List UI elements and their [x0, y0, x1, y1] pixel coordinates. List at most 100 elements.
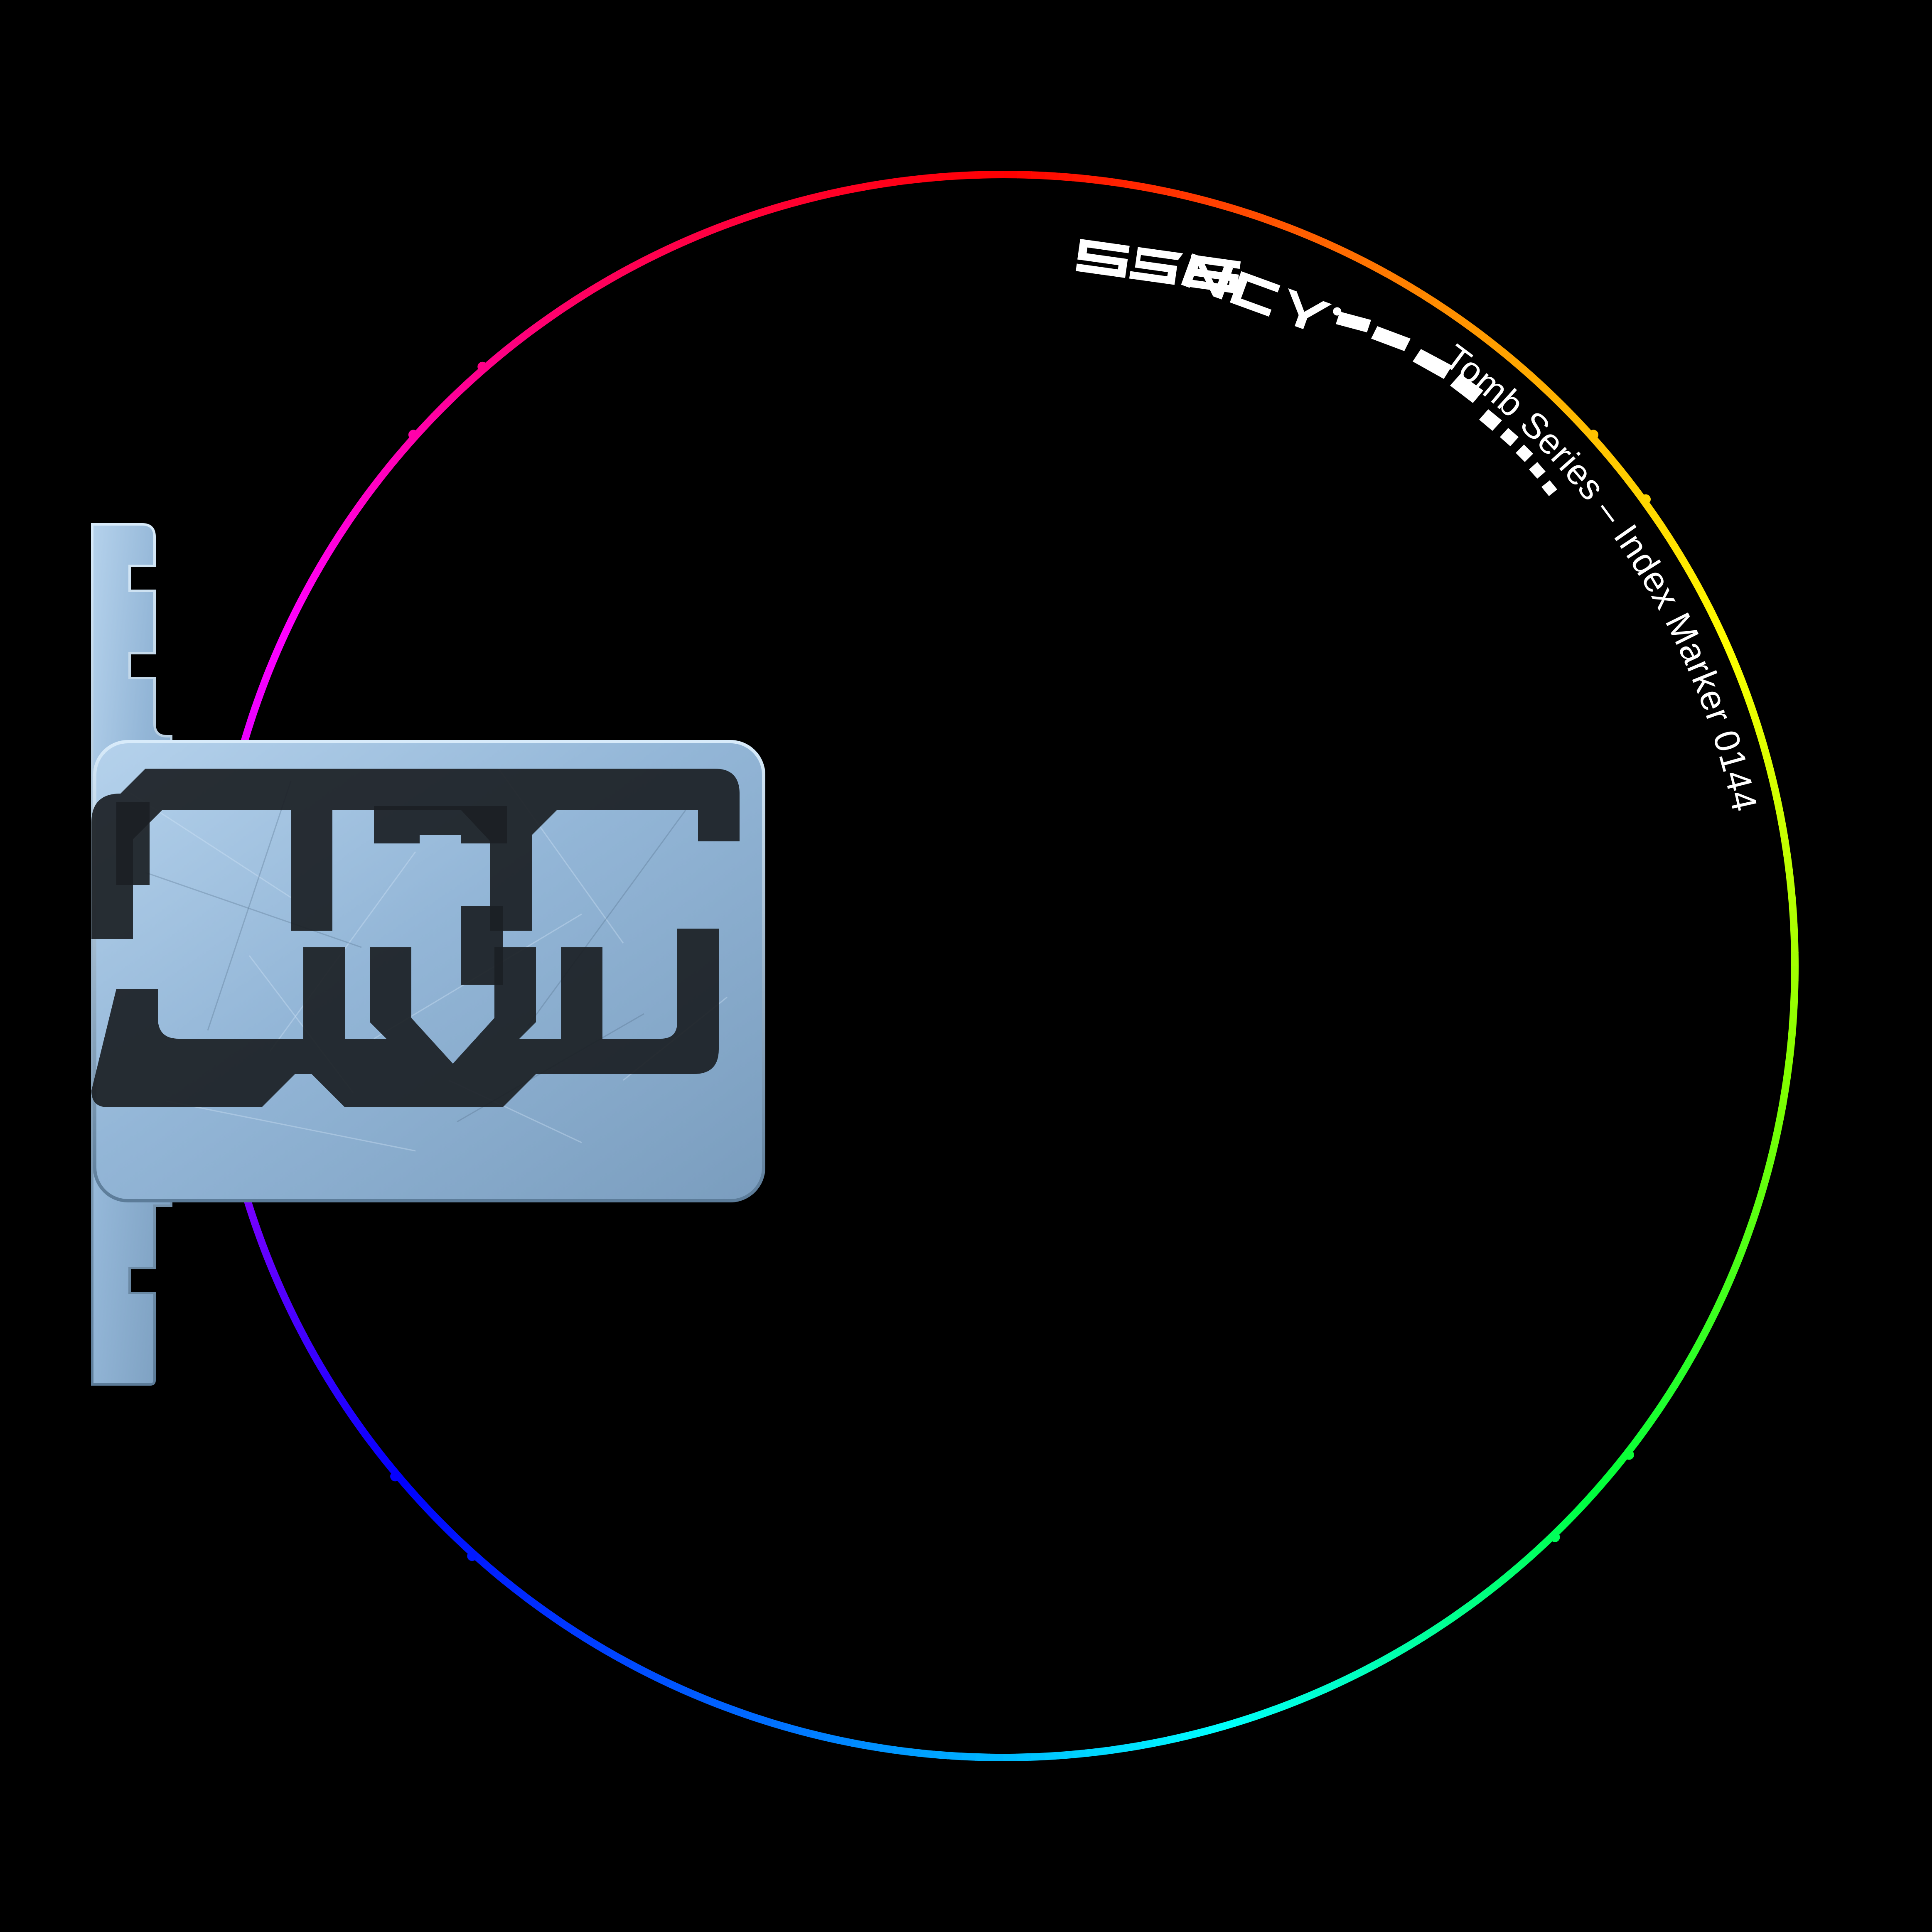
ring-segment [933, 1750, 949, 1760]
ring-notch [390, 1471, 401, 1482]
ring-notch [1550, 1532, 1560, 1542]
ring-segment [1771, 1130, 1782, 1146]
ring-segment [1738, 1235, 1751, 1252]
ring-segment [865, 180, 881, 190]
ring-segment [1790, 980, 1799, 995]
ring-segment [1180, 191, 1197, 202]
ring-segment [730, 1706, 747, 1718]
ring-segment [1099, 177, 1115, 186]
ring-segment [1180, 1730, 1196, 1741]
ring-segment [961, 1753, 976, 1761]
ring-segment [705, 223, 722, 236]
ring-segment [1193, 1727, 1209, 1738]
ring-segment [1286, 224, 1302, 236]
ring-segment [1298, 1691, 1314, 1704]
ring-segment [1781, 1075, 1791, 1091]
ring-segment [1085, 1748, 1101, 1757]
ring-segment [1789, 1007, 1798, 1023]
ring-segment [1071, 1749, 1087, 1758]
ring-segment [1771, 787, 1782, 803]
ring-segment [878, 1744, 894, 1754]
ring-segment [1779, 1089, 1789, 1105]
ring-segment [1790, 938, 1799, 953]
ring-segment [947, 1752, 962, 1760]
ring-segment [837, 1736, 853, 1747]
ring-segment [1723, 642, 1736, 659]
ring-segment [1072, 174, 1087, 183]
ring-segment [757, 1715, 773, 1727]
ring-segment [1246, 1711, 1263, 1723]
ring-segment [1126, 180, 1142, 191]
ring-segment [1207, 1723, 1223, 1735]
ring-segment [744, 1711, 760, 1723]
ring-segment [261, 667, 273, 684]
glyph-dashes [1336, 312, 1557, 496]
ring-segment [1767, 773, 1779, 790]
ring-segment [1233, 1715, 1249, 1727]
ring-segment [1757, 733, 1768, 750]
ring-segment [811, 191, 827, 202]
ring-segment [243, 719, 255, 736]
ring-segment [1220, 1719, 1236, 1731]
ring-segment [1273, 219, 1289, 231]
ring-segment [865, 1741, 880, 1752]
ring-segment [906, 1748, 921, 1757]
ring-segment [251, 693, 263, 710]
ring-segment [919, 1749, 935, 1758]
ring-segment [1785, 1048, 1794, 1064]
ring-segment [1086, 175, 1101, 184]
ring-segment [1166, 1733, 1182, 1744]
ring-segment [892, 1746, 907, 1755]
ring-segment [261, 1247, 273, 1264]
ring-segment [1783, 1062, 1793, 1078]
ring-segment [1058, 172, 1074, 182]
ring-segment [1272, 1701, 1288, 1714]
ring-segment [1153, 185, 1170, 196]
ring-segment [256, 1234, 268, 1251]
ring-segment [824, 188, 841, 199]
ring-notch [1624, 1450, 1634, 1460]
glyph-word-2-icon [1181, 253, 1342, 329]
ring-segment [1753, 720, 1764, 737]
ring-segment [1756, 1183, 1768, 1200]
interlocking-geometric-logo-icon [91, 769, 740, 1107]
ring-segment [705, 1696, 721, 1708]
ring-segment [1739, 681, 1751, 698]
ring-segment [1113, 178, 1129, 188]
ring-notch [408, 430, 418, 440]
ring-segment [1787, 1035, 1796, 1050]
ring-segment [247, 706, 259, 723]
ring-segment [1099, 1746, 1114, 1755]
ring-notch [477, 361, 488, 372]
ring-segment [1787, 882, 1796, 898]
ring-segment [1781, 841, 1791, 857]
ring-segment [1310, 1686, 1327, 1698]
ring-segment [1789, 910, 1798, 926]
ring-segment [906, 175, 922, 184]
ring-segment [1733, 668, 1746, 685]
ring-segment [1774, 801, 1785, 816]
ring-segment [680, 234, 696, 246]
ring-segment [770, 1719, 787, 1730]
ring-notch [467, 1551, 477, 1561]
ring-segment [1112, 1744, 1128, 1754]
glyph-marks [1076, 239, 1557, 496]
ring-segment [1207, 198, 1224, 209]
ring-segment [1044, 1752, 1059, 1760]
ring-segment [1752, 1196, 1764, 1213]
ring-notch [1641, 494, 1651, 504]
ring-segment [1260, 214, 1276, 226]
ring-segment [823, 1733, 840, 1744]
ring-segment [879, 178, 895, 188]
ring-segment [1783, 855, 1793, 871]
ring-segment [797, 194, 814, 205]
ring-segment [1764, 760, 1775, 776]
ring-notch [1588, 430, 1599, 440]
ring-segment [1764, 1156, 1775, 1173]
ring-segment [1777, 814, 1787, 830]
ring-segment [948, 172, 963, 180]
ring-segment [1776, 1103, 1787, 1118]
ring-segment [1748, 707, 1760, 723]
ring-segment [1234, 205, 1250, 217]
